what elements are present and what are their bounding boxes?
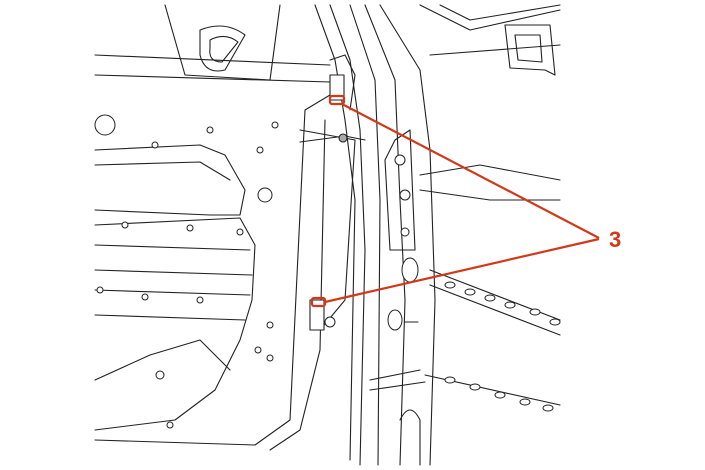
leader-line-upper: [341, 103, 600, 239]
upper-hinge-marker: [328, 94, 346, 106]
door-panel: [94, 4, 356, 451]
hinges: [299, 74, 419, 331]
callout-label: 3: [609, 227, 622, 252]
callout-lines: [310, 94, 600, 308]
body-side: [419, 4, 561, 406]
b-pillar: [314, 4, 436, 466]
holes: [94, 114, 561, 429]
leader-line-lower: [324, 237, 600, 304]
